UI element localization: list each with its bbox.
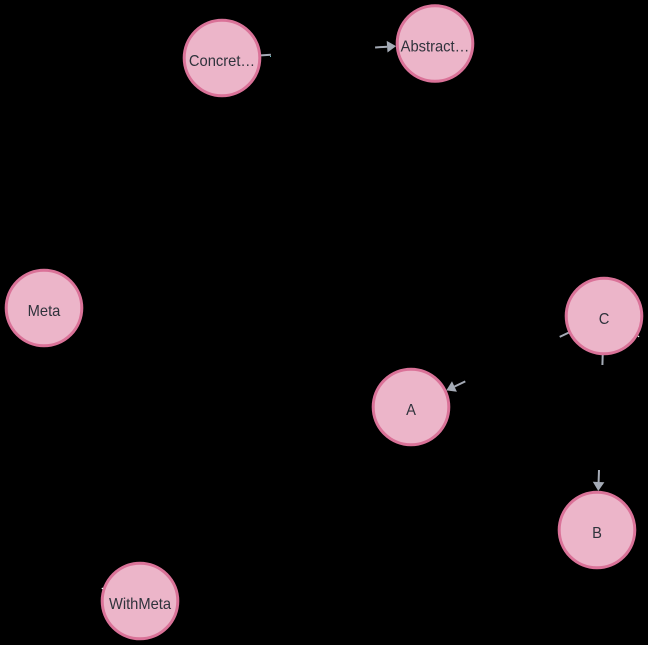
- svg-text:Meta: Meta: [28, 302, 61, 320]
- svg-text:A: A: [406, 401, 417, 419]
- svg-text:Concret…: Concret…: [189, 52, 255, 70]
- svg-text:Abstract…: Abstract…: [401, 38, 470, 56]
- svg-text:WithMeta: WithMeta: [109, 595, 172, 613]
- svg-text:B: B: [592, 524, 602, 542]
- svg-text:C: C: [599, 310, 610, 328]
